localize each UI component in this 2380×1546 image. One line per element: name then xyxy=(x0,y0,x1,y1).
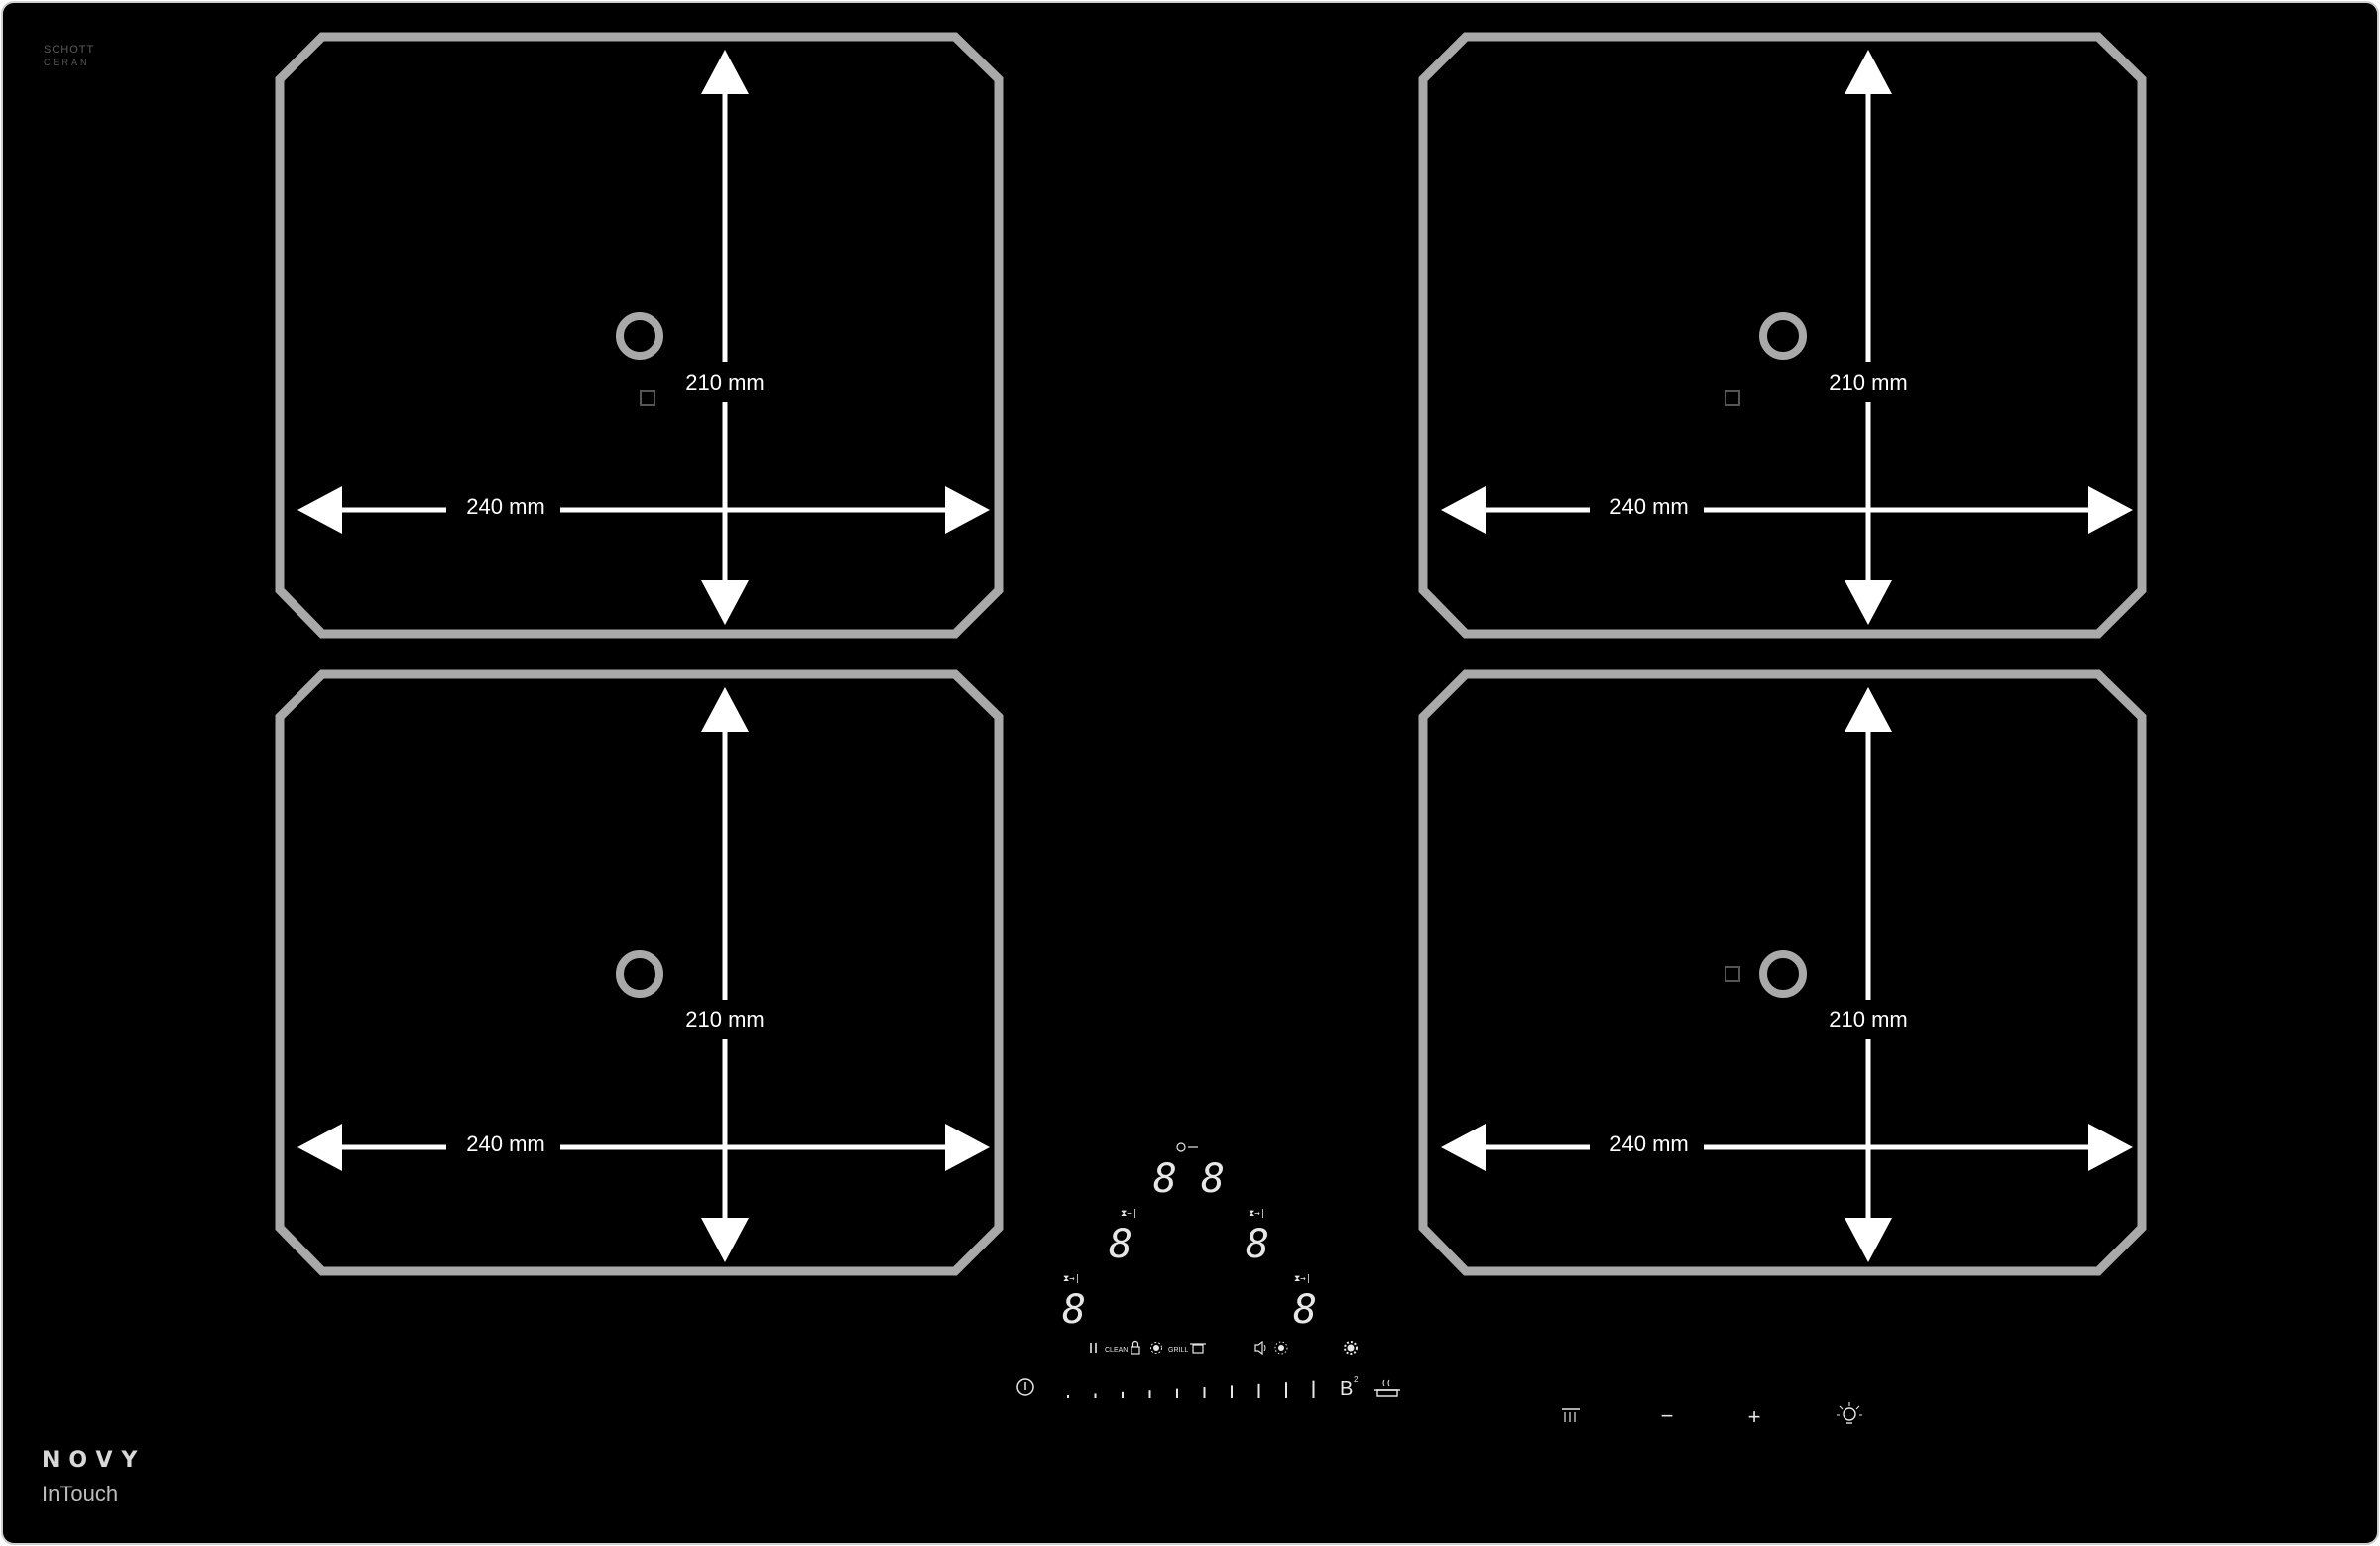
glass-mark-line1: SCHOTT xyxy=(44,44,95,56)
cooking-zone-front-right[interactable]: 210 mm 240 mm xyxy=(1418,32,2147,639)
pan-detection-marker-icon xyxy=(616,312,663,360)
zone-outline xyxy=(275,32,1004,639)
cooking-zone-front-left[interactable]: 210 mm 240 mm xyxy=(275,32,1004,639)
zone-width-label: 240 mm xyxy=(1609,494,1688,519)
boost-button[interactable]: B xyxy=(1340,1378,1353,1400)
zone-outline xyxy=(1418,669,2147,1276)
zone-sensor-icon xyxy=(1725,390,1740,406)
zone-timer-icon[interactable]: ⧗→| xyxy=(1249,1209,1265,1219)
depth-arrow xyxy=(1844,687,1892,1262)
zone-depth-label: 210 mm xyxy=(1829,1008,1907,1032)
zone-depth-label: 210 mm xyxy=(685,1008,764,1032)
zone-sensor-icon xyxy=(640,390,655,406)
control-panel: 8 8 ⧗→| 8 ⧗→| 8 ⧗→| 8 ⧗→| 8 CLEAN GRILL … xyxy=(1016,1142,1400,1400)
settings-gear-icon[interactable] xyxy=(1344,1341,1358,1355)
fan-icon[interactable] xyxy=(1562,1408,1580,1422)
zone-timer-icon[interactable]: ⧗→| xyxy=(1121,1209,1137,1219)
pan-steam-icon[interactable] xyxy=(1374,1379,1400,1397)
brightness-icon[interactable] xyxy=(1274,1341,1288,1355)
zone-outline xyxy=(1418,32,2147,639)
glass-mark-line2: CERAN xyxy=(44,58,90,67)
width-arrow xyxy=(298,486,990,534)
product-name: InTouch xyxy=(42,1482,119,1506)
zone-width-label: 240 mm xyxy=(466,1131,544,1156)
zone-timer-icon[interactable]: ⧗→| xyxy=(1294,1274,1311,1284)
depth-arrow xyxy=(701,50,749,625)
minus-icon[interactable]: − xyxy=(1661,1403,1674,1428)
power-level-slider[interactable] xyxy=(1067,1380,1315,1398)
boost-level-sup: 2 xyxy=(1354,1375,1359,1384)
cooking-zone-rear-right[interactable]: 210 mm 240 mm xyxy=(1418,669,2147,1276)
pan-detection-marker-icon xyxy=(616,950,663,998)
zone-display-rear-right: 8 xyxy=(1293,1287,1317,1333)
width-arrow xyxy=(1441,486,2133,534)
pan-detection-marker-icon xyxy=(1759,950,1807,998)
lock-icon[interactable] xyxy=(1130,1340,1140,1355)
clock-icon[interactable] xyxy=(1176,1142,1186,1152)
zone-width-label: 240 mm xyxy=(466,494,544,519)
zone-depth-label: 210 mm xyxy=(1829,370,1907,395)
pot-icon[interactable] xyxy=(1190,1343,1206,1354)
keep-warm-icon[interactable] xyxy=(1150,1342,1162,1354)
depth-arrow xyxy=(701,687,749,1262)
zone-display-front-left: 8 xyxy=(1109,1222,1132,1267)
pause-icon[interactable] xyxy=(1090,1343,1097,1353)
zone-outline xyxy=(275,669,1004,1276)
timer-display: 8 8 xyxy=(1153,1156,1225,1202)
hood-controls: − + xyxy=(1562,1402,1862,1429)
grill-button[interactable]: GRILL xyxy=(1168,1347,1188,1354)
clean-button[interactable]: CLEAN xyxy=(1105,1347,1128,1354)
zone-width-label: 240 mm xyxy=(1609,1131,1688,1156)
sound-icon[interactable] xyxy=(1254,1340,1266,1356)
zone-timer-icon[interactable]: ⧗→| xyxy=(1063,1274,1080,1284)
power-button[interactable] xyxy=(1016,1378,1034,1396)
width-arrow xyxy=(298,1124,990,1171)
plus-icon[interactable]: + xyxy=(1748,1404,1761,1429)
light-icon[interactable] xyxy=(1837,1402,1862,1424)
width-arrow xyxy=(1441,1124,2133,1171)
cooking-zone-rear-left[interactable]: 210 mm 240 mm xyxy=(275,669,1004,1276)
depth-arrow xyxy=(1844,50,1892,625)
zone-display-rear-left: 8 xyxy=(1062,1287,1086,1333)
brand-logo: NOVY xyxy=(42,1448,147,1473)
pan-detection-marker-icon xyxy=(1759,312,1807,360)
zone-display-front-right: 8 xyxy=(1246,1222,1269,1267)
schott-ceran-mark: SCHOTT CERAN xyxy=(44,44,94,69)
zone-depth-label: 210 mm xyxy=(685,370,764,395)
zone-sensor-icon xyxy=(1725,966,1740,982)
